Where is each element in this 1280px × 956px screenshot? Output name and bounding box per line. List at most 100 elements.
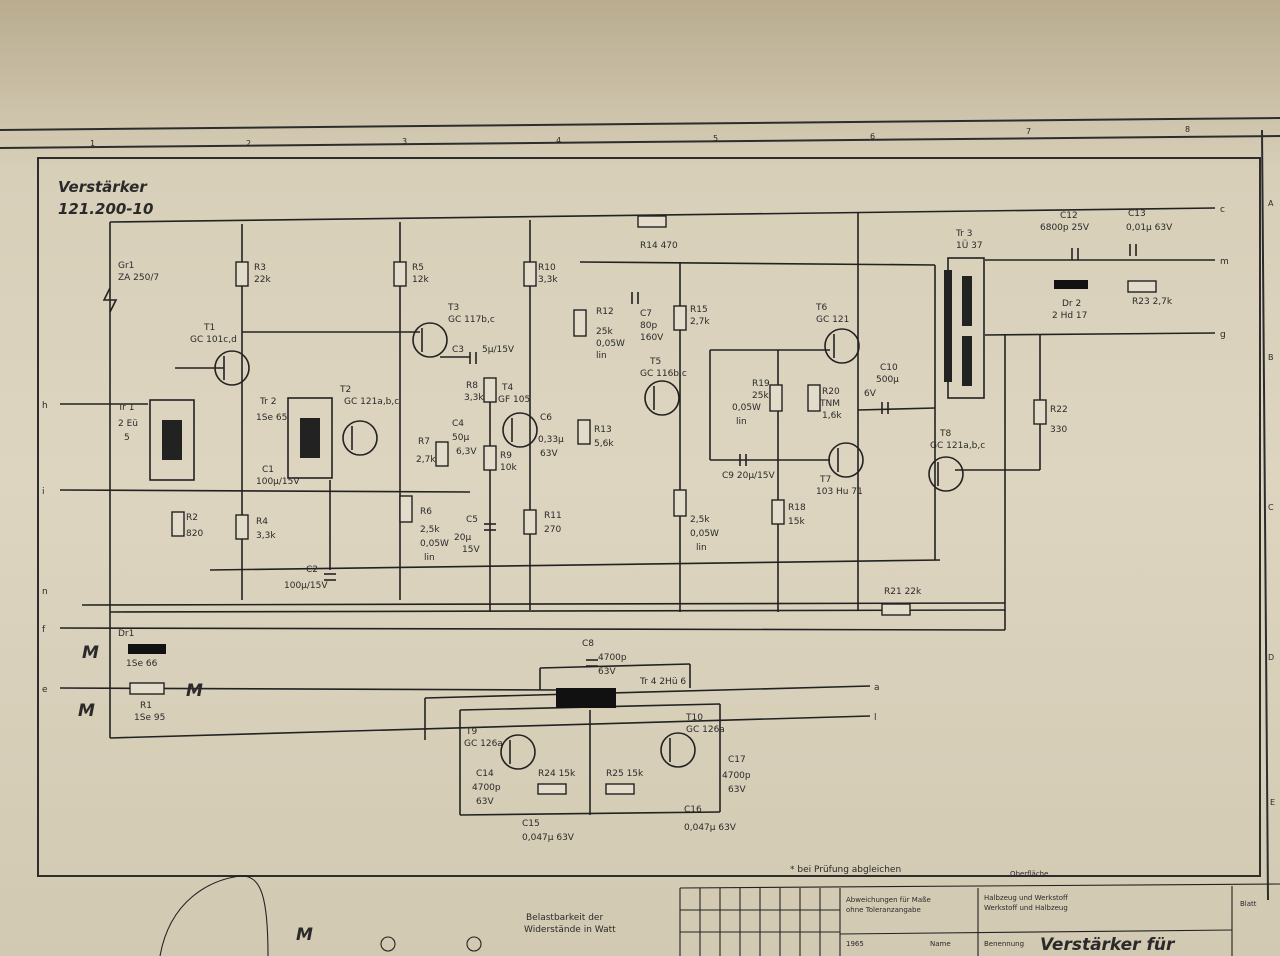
- label-r19-power: 0,05W: [732, 403, 761, 413]
- label-r22-value: 330: [1050, 425, 1067, 435]
- label-r3-value: 22k: [254, 275, 271, 285]
- terminal-h: h: [42, 401, 48, 411]
- schematic-part-number: 121.200-10: [58, 200, 153, 218]
- label-c5-voltage: 15V: [462, 545, 480, 555]
- transistor-t4: [502, 412, 538, 448]
- label-c6-id: C6: [540, 413, 552, 423]
- label-tr1-extra: 5: [124, 433, 130, 443]
- title-block-sheet: Blatt: [1240, 900, 1257, 908]
- label-r14: R14 470: [640, 241, 678, 251]
- terminal-c: c: [1220, 205, 1225, 215]
- col-index-8: 8: [1185, 125, 1190, 134]
- label-r20-id: R20: [822, 387, 840, 397]
- label-t4-value: GF 105: [498, 395, 530, 405]
- label-c1-value: 100µ/15V: [256, 477, 300, 487]
- resistor-r7: [435, 441, 449, 467]
- mark-m-1: M: [82, 643, 99, 663]
- label-r5-id: R5: [412, 263, 424, 273]
- label-dr1-id: Dr1: [118, 629, 134, 639]
- col-index-4: 4: [556, 136, 561, 145]
- col-index-1: 1: [90, 139, 95, 148]
- label-tr3-id: Tr 3: [955, 229, 972, 239]
- label-r22-id: R22: [1050, 405, 1068, 415]
- label-t2-id: T2: [339, 385, 351, 395]
- transformer-tr2: [287, 397, 333, 479]
- label-r5-value: 12k: [412, 275, 429, 285]
- label-r3-id: R3: [254, 263, 266, 273]
- label-c6-value: 0,33µ: [538, 435, 564, 445]
- label-r6-id: R6: [420, 507, 432, 517]
- surface-label: Oberfläche: [1010, 870, 1048, 878]
- title-block-field-1: Abweichungen für Maße: [846, 896, 931, 904]
- label-c4-voltage: 6,3V: [456, 447, 477, 457]
- label-t7-id: T7: [819, 475, 831, 485]
- resistor-r15: [673, 305, 687, 331]
- col-index-2: 2: [246, 139, 251, 148]
- load-note-line-2: Widerstände in Watt: [524, 925, 616, 935]
- terminal-labels: h i n f e c m g a l M M M M: [42, 205, 1229, 945]
- label-r13-id: R13: [594, 425, 612, 435]
- transistor-t7: [828, 442, 864, 478]
- transistors: [214, 322, 964, 770]
- potentiometer-r19: [769, 384, 783, 412]
- label-r12-id: R12: [596, 307, 614, 317]
- row-index-e: E: [1270, 798, 1275, 807]
- resistor-r14: [637, 215, 667, 228]
- mark-m-3: M: [78, 701, 95, 721]
- label-c5-id: C5: [466, 515, 478, 525]
- terminal-m: m: [1220, 257, 1229, 267]
- terminal-n: n: [42, 587, 48, 597]
- label-c6-voltage: 63V: [540, 449, 558, 459]
- terminal-e: e: [42, 685, 48, 695]
- label-c8-value: 4700p: [598, 653, 627, 663]
- label-c3-value: 5µ/15V: [482, 345, 515, 355]
- title-block-field-4: Werkstoff und Halbzeug: [984, 904, 1068, 912]
- component-labels: Gr1 ZA 250/7 R3 22k T1 GC 101c,d R5 12k …: [117, 209, 1173, 843]
- resistor-r9: [483, 445, 497, 471]
- label-r6-power: 0,05W: [420, 539, 449, 549]
- label-r19-id: R19: [752, 379, 770, 389]
- transformer-tr1: [149, 399, 195, 481]
- label-c2-id: C2: [306, 565, 318, 575]
- resistor-r25: [605, 783, 635, 795]
- resistor-r23: [1127, 280, 1157, 293]
- label-r21: R21 22k: [884, 587, 922, 597]
- label-r18-id: R18: [788, 503, 806, 513]
- label-t9-value: GC 126a: [464, 739, 503, 749]
- potentiometer-r17: [673, 489, 687, 517]
- label-t8-id: T8: [939, 429, 951, 439]
- label-r23: R23 2,7k: [1132, 297, 1173, 307]
- title-block-designation-label: Benennung: [984, 940, 1024, 948]
- label-c8-voltage: 63V: [598, 667, 616, 677]
- label-c1-id: C1: [262, 465, 274, 475]
- label-t2-value: GC 121a,b,c: [344, 397, 399, 407]
- label-c4-value: 50µ: [452, 433, 469, 443]
- transistor-t3: [412, 322, 448, 358]
- transistor-t9: [500, 734, 536, 770]
- label-dr2-id: Dr 2: [1062, 299, 1081, 309]
- schematic-title: Verstärker: [58, 178, 148, 196]
- label-t10-id: T10: [685, 713, 703, 723]
- label-r6-taper: lin: [424, 553, 435, 563]
- label-r15-id: R15: [690, 305, 708, 315]
- title-block-field-3: Halbzeug und Werkstoff: [984, 894, 1068, 902]
- label-r20-extra: 1,6k: [822, 411, 842, 421]
- test-note: * bei Prüfung abgleichen: [790, 865, 901, 875]
- label-r9-value: 10k: [500, 463, 517, 473]
- label-r10-id: R10: [538, 263, 556, 273]
- resistors: [129, 215, 1157, 795]
- transformers: [149, 257, 985, 708]
- label-r18-value: 15k: [788, 517, 805, 527]
- title-block-date: 1965: [846, 940, 864, 948]
- label-c12-value: 6800p 25V: [1040, 223, 1090, 233]
- fuse-si1: [102, 287, 118, 313]
- label-c15-value: 0,047µ 63V: [522, 833, 575, 843]
- resistor-r22: [1033, 399, 1047, 425]
- col-index-6: 6: [870, 132, 875, 141]
- label-tr1-id: Tr 1: [117, 403, 134, 413]
- load-note-line-1: Belastbarkeit der: [526, 913, 603, 923]
- label-r1-value: 1Se 95: [134, 713, 165, 723]
- label-c9: C9 20µ/15V: [722, 471, 776, 481]
